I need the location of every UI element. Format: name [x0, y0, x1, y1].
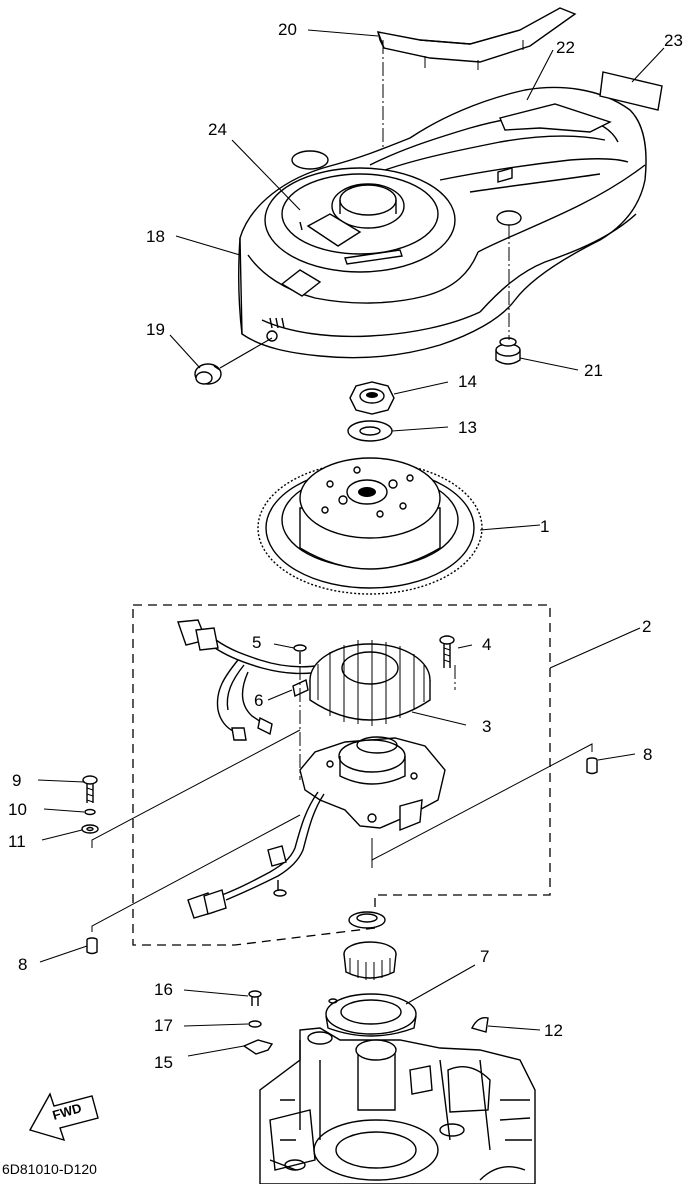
- drive-gear: [343, 941, 397, 980]
- part-4-bolt: [439, 635, 455, 668]
- harness-lower: [187, 791, 325, 919]
- stator-base-plate: [299, 736, 446, 832]
- part-9-bolt: [82, 775, 98, 803]
- callout-10: 10: [8, 800, 27, 819]
- callout-4: 4: [482, 635, 491, 654]
- part-2-assembly-boundary: [132, 604, 551, 946]
- callout-17: 17: [154, 1016, 173, 1035]
- part-16-screw: [248, 990, 262, 1006]
- callout-7: 7: [480, 947, 489, 966]
- part-23-decal: [599, 71, 663, 111]
- fwd-arrow-icon: FWD: [28, 1092, 99, 1142]
- callout-20: 20: [278, 20, 297, 39]
- part-5-screw: [293, 644, 307, 664]
- part-13-washer: [347, 420, 393, 442]
- callout-11: 11: [8, 832, 26, 851]
- part-1-flywheel: [257, 457, 483, 595]
- part-11-washer: [81, 824, 99, 834]
- callout-5: 5: [252, 633, 261, 652]
- callout-12: 12: [544, 1021, 563, 1040]
- part-20-cover-bracket: [376, 7, 577, 70]
- callout-24: 24: [208, 120, 227, 139]
- callout-8-lower: 8: [18, 955, 27, 974]
- part-10-washer: [84, 808, 96, 816]
- callout-2: 2: [642, 617, 651, 636]
- callout-9: 9: [12, 771, 21, 790]
- part-17-washer: [248, 1020, 262, 1028]
- oil-seal-upper: [348, 911, 386, 929]
- leader-lines: [37, 29, 665, 1057]
- callout-18: 18: [146, 227, 165, 246]
- part-12-key: [470, 1017, 489, 1033]
- callout-13: 13: [458, 418, 477, 437]
- harness-upper: [177, 619, 323, 741]
- callout-19: 19: [146, 320, 165, 339]
- callout-1: 1: [540, 517, 549, 536]
- crankcase: [259, 1027, 536, 1184]
- callout-14: 14: [458, 372, 477, 391]
- flywheel-cover: [237, 86, 647, 359]
- part-22-decal: [499, 103, 612, 133]
- callout-3: 3: [482, 717, 491, 736]
- callout-23: 23: [664, 31, 683, 50]
- callout-6: 6: [254, 691, 263, 710]
- part-8-dowel-lower: [86, 937, 98, 955]
- part-21-grommet: [495, 337, 521, 365]
- callout-16: 16: [154, 980, 173, 999]
- callout-15: 15: [154, 1053, 173, 1072]
- part-15-clamp: [242, 1039, 274, 1055]
- callout-22: 22: [556, 38, 575, 57]
- part-7-bearing-housing: [325, 993, 417, 1037]
- part-14-nut: [349, 381, 395, 415]
- part-3-stator: [309, 640, 431, 726]
- part-19-grommet: [194, 363, 222, 385]
- diagram-code: 6D81010-D120: [2, 1161, 97, 1177]
- part-8-dowel-upper: [586, 757, 598, 775]
- callout-8-upper: 8: [643, 745, 652, 764]
- callout-21: 21: [584, 361, 603, 380]
